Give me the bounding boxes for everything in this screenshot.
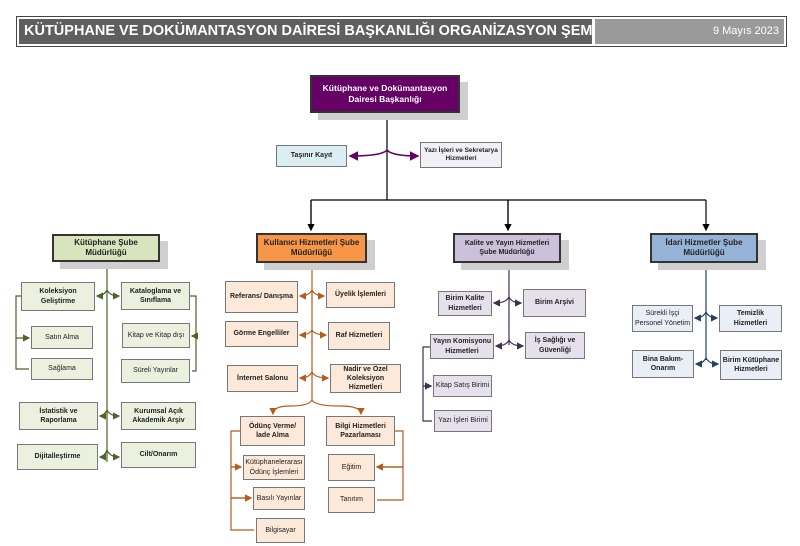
unit-box: Ödünç Verme/İade Alma [240, 416, 305, 446]
tasinir-kayit-box: Taşınır Kayıt [276, 145, 347, 167]
unit-box: Eğitim [328, 454, 375, 481]
unit-box: Birim Arşivi [523, 289, 586, 317]
admin-branch-box: İdari Hizmetler Şube Müdürlüğü [650, 233, 758, 263]
yazi-isleri-sekretarya-box: Yazı İşleri ve Sekretarya Hizmetleri [420, 142, 502, 168]
unit-box: Görme Engelliler [225, 321, 298, 347]
library-branch-box: Kütüphane Şube Müdürlüğü [52, 234, 160, 262]
unit-box: Basılı Yayınlar [253, 487, 305, 510]
unit-box: Yayın Komisyonu Hizmetleri [430, 334, 494, 359]
unit-box: Süreli Yayınlar [121, 359, 190, 383]
page-title: KÜTÜPHANE VE DOKÜMANTASYON DAİRESİ BAŞKA… [19, 19, 617, 44]
unit-box: Sürekli İşçi Personel Yönetim [632, 305, 693, 332]
unit-box: Kitap Satış Birimi [433, 375, 492, 397]
unit-box: Referans/ Danışma [225, 281, 298, 313]
unit-box: Cilt/Onarım [121, 442, 196, 468]
unit-box: Yazı İşleri Birimi [434, 410, 492, 432]
unit-box: Kataloglama ve Sınıflama [121, 282, 190, 310]
unit-box: Koleksiyon Geliştirme [21, 282, 95, 311]
unit-box: Kütüphanelerarası Ödünç İşlemleri [243, 455, 305, 480]
top-department-box: Kütüphane ve Dokümantasyon Dairesi Başka… [310, 75, 460, 113]
unit-box: Kitap ve Kitap dışı [122, 323, 190, 348]
unit-box: Bina Bakım-Onarım [632, 350, 694, 378]
date-label: 9 Mayıs 2023 [595, 19, 784, 44]
unit-box: Üyelik İşlemleri [326, 282, 395, 308]
header-bar: KÜTÜPHANE VE DOKÜMANTASYON DAİRESİ BAŞKA… [16, 16, 787, 47]
unit-box: Sağlama [31, 358, 93, 380]
user-services-branch-box: Kullanıcı Hizmetleri Şube Müdürlüğü [256, 233, 367, 263]
unit-box: İstatistik ve Raporlama [19, 402, 98, 430]
unit-box: Nadir ve Özel Koleksiyon Hizmetleri [330, 364, 401, 393]
unit-box: Temizlik Hizmetleri [719, 305, 782, 332]
unit-box: Dijitalleştirme [17, 444, 98, 470]
unit-box: Birim Kalite Hizmetleri [438, 291, 492, 316]
unit-box: Tanıtım [328, 487, 375, 513]
unit-box: İş Sağlığı ve Güvenliği [525, 332, 585, 359]
unit-box: Bilgisayar [256, 518, 305, 543]
unit-box: Birim Kütüphane Hizmetleri [720, 350, 782, 380]
unit-box: Kurumsal Açık Akademik Arşiv [121, 402, 196, 430]
unit-box: Bilgi Hizmetleri Pazarlaması [326, 416, 395, 446]
unit-box: Satın Alma [31, 326, 93, 349]
quality-branch-box: Kalite ve Yayın Hizmetleri Şube Müdürlüğ… [453, 233, 561, 263]
unit-box: İnternet Salonu [227, 365, 298, 392]
unit-box: Raf Hizmetleri [328, 322, 390, 350]
